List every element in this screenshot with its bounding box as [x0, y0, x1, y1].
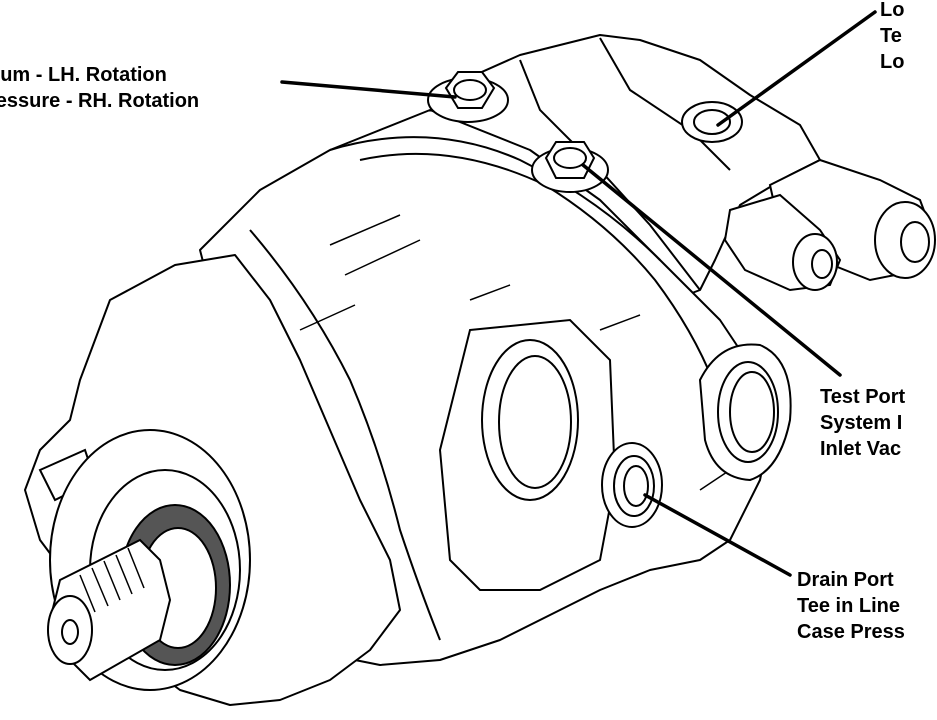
- fitting-upper-core: [900, 221, 930, 263]
- housing-ridge: [359, 152, 721, 401]
- label-line: Drain Port: [797, 569, 894, 591]
- hatch-line: [329, 214, 401, 246]
- spline-line: [115, 554, 133, 595]
- label-bottom-right: Drain Port Tee in Line Case Press: [797, 567, 905, 645]
- leader-line-top-right: [716, 10, 877, 127]
- label-line: Lo: [880, 51, 905, 73]
- drain-port-thread: [623, 465, 649, 507]
- hatch-line: [599, 314, 641, 331]
- leader-line-top-left: [280, 80, 457, 99]
- plug-mid-head: [553, 147, 587, 169]
- spline-line: [79, 574, 96, 613]
- hatch-line: [299, 304, 356, 331]
- hatch-line: [469, 284, 511, 301]
- label-top-right: Lo Te Lo: [880, 0, 904, 75]
- spline-line: [103, 560, 121, 601]
- spline-line: [127, 547, 145, 589]
- label-top-left: uum - LH. Rotation ressure - RH. Rotatio…: [0, 62, 199, 114]
- housing-edge: [249, 229, 441, 641]
- label-line: Case Press: [797, 621, 905, 643]
- shaft-center-hole: [61, 619, 79, 645]
- leader-line-bottom-right: [643, 493, 792, 577]
- leader-line-mid-right: [581, 163, 842, 377]
- label-line: ressure - RH. Rotation: [0, 90, 200, 112]
- label-line: Lo: [880, 0, 905, 21]
- label-line: Inlet Vac: [820, 438, 902, 460]
- control-detail: [599, 37, 731, 171]
- label-line: uum - LH. Rotation: [0, 64, 167, 86]
- hatch-line: [344, 239, 421, 276]
- front-port-inner: [498, 355, 572, 489]
- label-line: Test Port: [820, 386, 906, 408]
- plug-top-head: [453, 79, 487, 101]
- fitting-lower-core: [811, 249, 833, 279]
- spline-line: [91, 567, 109, 607]
- hatch-line: [699, 469, 731, 491]
- label-line: System I: [820, 412, 903, 434]
- label-mid-right: Test Port System I Inlet Vac: [820, 384, 905, 462]
- label-line: Te: [880, 25, 902, 47]
- side-port-thread: [729, 371, 775, 453]
- housing-seam: [329, 136, 661, 261]
- port-top-right-bore: [693, 109, 731, 135]
- label-line: Tee in Line: [797, 595, 900, 617]
